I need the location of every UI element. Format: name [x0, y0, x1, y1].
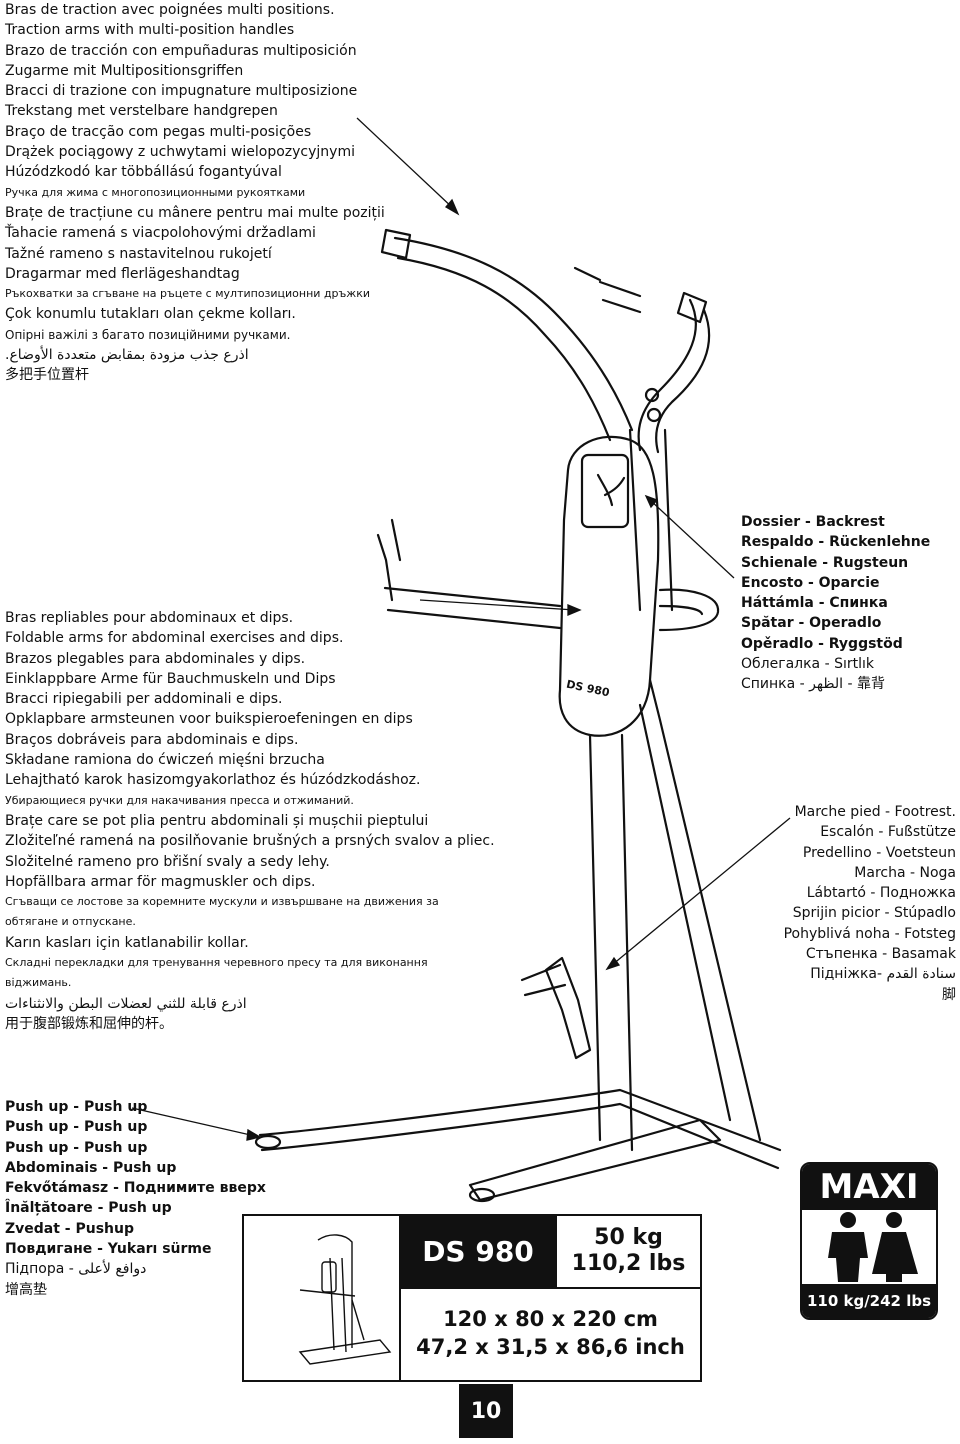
label-line: 脚 [942, 986, 956, 1003]
label-line: Húzódzkodó kar többállású fogantyúval [5, 164, 282, 181]
label-line: Einklappbare Arme für Bauchmuskeln und D… [5, 670, 336, 687]
label-line: Ръкохватки за сгъване на ръцете с мултип… [5, 287, 371, 301]
label-line: اذرع قابلة للثني لعضلات البطن والانثناءا… [5, 995, 247, 1012]
label-line: Braço de tracção com pegas multi-posiçõe… [5, 123, 312, 140]
label-line: Składane ramiona do ćwiczeń mięśni brzuc… [5, 752, 325, 769]
label-line: Predellino - Voetsteun [802, 844, 956, 861]
label-line: Brazo de tracción con empuñaduras multip… [5, 42, 357, 59]
label-line: Опірні важілі з багато позиційними ручка… [5, 327, 291, 342]
label-line: Підпора - دوافع لأعلى [5, 1261, 147, 1278]
label-line: Dragarmar med flerlägeshandtag [5, 265, 240, 282]
label-line: Сгъващи се лостове за коремните мускули … [5, 895, 439, 909]
label-line: Háttámla - Спинка [741, 595, 888, 612]
label-line: Pohyblivá noha - Fotsteg [783, 925, 956, 942]
push-up-label: Push up - Push up Push up - Push up Push… [5, 1097, 266, 1300]
label-line: Sprijin picior - Stúpadlo [792, 905, 956, 922]
label-line: Drążek pociągowy z uchwytami wielopozycy… [5, 144, 355, 161]
foldable-arms-label: Bras repliables pour abdominaux et dips.… [5, 608, 495, 1034]
label-line: Trekstang met verstelbare handgrepen [5, 103, 278, 120]
label-line: Brazos plegables para abdominales y dips… [5, 650, 306, 667]
page-number: 10 [459, 1384, 513, 1438]
label-line: اذرع جذب مزودة بمقابض متعددة الأوضاع. [5, 347, 249, 364]
label-line: Bras repliables pour abdominaux et dips. [5, 610, 294, 626]
label-line: Înălțătoare - Push up [5, 1200, 172, 1217]
label-line: Bracci di trazione con impugnature multi… [5, 83, 358, 100]
label-line: Složitelné rameno pro břišní svaly a sed… [5, 853, 330, 870]
label-line: Brațe care se pot plia pentru abdominali… [5, 812, 429, 829]
label-line: Karın kasları için katlanabilir kollar. [5, 934, 249, 951]
dimensions-cm: 120 x 80 x 220 cm [443, 1307, 658, 1331]
label-line: Encosto - Oparcie [741, 574, 880, 591]
label-line: Opklapbare armsteunen voor buikspieroefe… [5, 711, 413, 728]
maxi-badge: MAXI 110 kg/242 lbs [800, 1162, 938, 1320]
label-line: Foldable arms for abdominal exercises an… [5, 630, 344, 647]
weight-kg: 50 kg [594, 1225, 663, 1250]
label-line: Складні перекладки для тренування черевн… [5, 956, 428, 970]
label-line: Marche pied - Footrest. [794, 804, 956, 820]
label-line: Schienale - Rugsteun [741, 554, 909, 571]
label-line: Escalón - Fußstütze [820, 824, 956, 841]
label-line: Повдигане - Yukarı sürme [5, 1241, 212, 1258]
label-line: Bras de traction avec poignées multi pos… [5, 2, 335, 18]
label-line: Brațe de tracțiune cu mânere pentru mai … [5, 204, 385, 221]
label-line: Braços dobráveis para abdominais e dips. [5, 731, 299, 748]
label-line: Підніжка- سنادة القدم [810, 966, 956, 983]
label-line: Спинка - الظهر - 靠背 [741, 676, 885, 693]
label-line: Abdominais - Push up [5, 1159, 177, 1176]
label-line: Lehajtható karok hasizomgyakorlathoz és … [5, 772, 421, 789]
label-line: Marcha - Noga [854, 864, 956, 881]
label-line: Push up - Push up [5, 1099, 148, 1115]
label-line: Push up - Push up [5, 1119, 148, 1136]
label-line: Zugarme mit Multipositionsgriffen [5, 62, 244, 79]
traction-arms-label: Bras de traction avec poignées multi pos… [5, 0, 385, 386]
label-line: віджимань. [5, 976, 72, 990]
label-line: Tažné rameno s nastavitelnou rukojetí [5, 245, 272, 262]
label-line: Opěradlo - Ryggstöd [741, 635, 903, 652]
label-line: Zložiteľné ramená na posilňovanie brušný… [5, 833, 495, 850]
label-line: Zvedat - Pushup [5, 1220, 135, 1237]
dimensions-box: 120 x 80 x 220 cm 47,2 x 31,5 x 86,6 inc… [399, 1287, 702, 1382]
label-line: Respaldo - Rückenlehne [741, 534, 931, 551]
dimensions-inch: 47,2 x 31,5 x 86,6 inch [416, 1335, 685, 1359]
label-line: 多把手位置杆 [5, 367, 89, 384]
label-line: Ťahacie ramená s viacpolohovými držadlam… [5, 225, 316, 242]
label-line: Убирающиеся ручки для накачивания пресса… [5, 793, 354, 807]
label-line: Ручка для жима с многопозиционными рукоя… [5, 185, 306, 199]
backrest-label: Dossier - Backrest Respaldo - Rückenlehn… [741, 512, 930, 695]
label-line: Fekvőtámasz - Поднимите вверх [5, 1180, 266, 1197]
footrest-label: Marche pied - Footrest. Escalón - Fußstü… [784, 802, 956, 1005]
label-line: Lábtartó - Подножка [806, 885, 956, 902]
label-line: Çok konumlu tutakları olan çekme kolları… [5, 306, 296, 323]
label-line: Traction arms with multi-position handle… [5, 22, 295, 39]
label-line: Dossier - Backrest [741, 514, 885, 530]
label-line: обтягане и отпускане. [5, 915, 136, 929]
label-line: Bracci ripiegabili per addominali e dips… [5, 691, 283, 708]
weight-box: 50 kg 110,2 lbs [557, 1214, 702, 1289]
user-figures-icon [828, 1212, 918, 1282]
label-line: Стъпенка - Basamak [805, 946, 956, 963]
label-line: Hopfällbara armar för magmuskler och dip… [5, 873, 316, 890]
label-line: Push up - Push up [5, 1139, 148, 1156]
label-line: Облегалка - Sırtlık [741, 656, 874, 673]
model-name: DS 980 [399, 1214, 557, 1289]
weight-lbs: 110,2 lbs [571, 1251, 686, 1276]
maxi-title: MAXI [802, 1164, 936, 1210]
maxi-limit: 110 kg/242 lbs [802, 1284, 936, 1318]
label-line: 用于腹部锻炼和屈伸的杆。 [5, 1015, 173, 1032]
label-line: Spătar - Operadlo [741, 615, 882, 632]
label-line: 增高垫 [5, 1281, 47, 1298]
